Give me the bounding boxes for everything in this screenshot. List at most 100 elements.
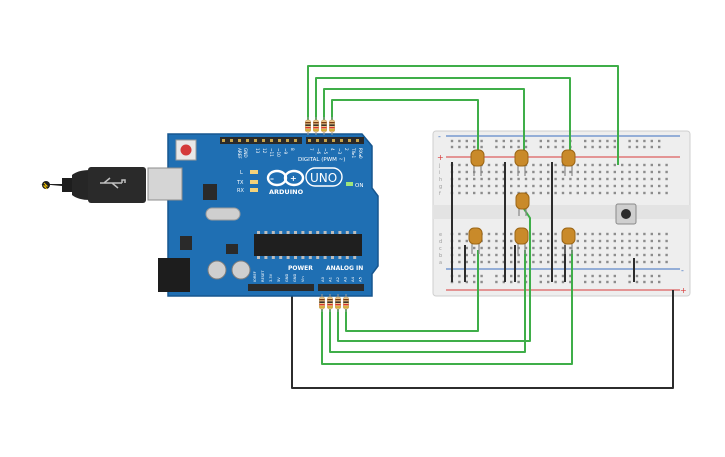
breadboard-hole[interactable] (547, 246, 550, 250)
breadboard-hole[interactable] (591, 170, 594, 174)
resistor[interactable] (321, 117, 327, 135)
breadboard-hole[interactable] (591, 246, 594, 250)
breadboard-hole[interactable] (650, 246, 653, 250)
breadboard-hole[interactable] (576, 239, 579, 243)
breadboard-hole[interactable] (532, 163, 535, 167)
breadboard-hole[interactable] (658, 177, 661, 181)
breadboard-hole[interactable] (598, 170, 602, 174)
breadboard-hole[interactable] (606, 145, 609, 149)
breadboard-hole[interactable] (658, 139, 661, 143)
breadboard-hole[interactable] (576, 170, 579, 174)
breadboard-hole[interactable] (643, 246, 646, 250)
breadboard-hole[interactable] (665, 191, 668, 195)
breadboard-hole[interactable] (613, 170, 616, 174)
breadboard-hole[interactable] (465, 184, 468, 188)
breadboard-hole[interactable] (584, 239, 587, 243)
breadboard-hole[interactable] (510, 170, 513, 174)
resistors-digital[interactable] (305, 117, 335, 135)
breadboard-hole[interactable] (502, 239, 505, 243)
breadboard-hole[interactable] (539, 145, 542, 149)
breadboard-hole[interactable] (628, 163, 631, 167)
push-button[interactable] (615, 203, 637, 225)
breadboard-hole[interactable] (473, 246, 476, 250)
breadboard-hole[interactable] (547, 232, 550, 236)
breadboard-hole[interactable] (576, 163, 579, 167)
breadboard-hole[interactable] (510, 232, 513, 236)
breadboard-hole[interactable] (465, 163, 468, 167)
breadboard-hole[interactable] (495, 184, 498, 188)
breadboard-hole[interactable] (458, 145, 461, 149)
breadboard-hole[interactable] (465, 191, 468, 195)
breadboard-hole[interactable] (539, 139, 542, 143)
breadboard-hole[interactable] (487, 253, 491, 257)
breadboard-hole[interactable] (658, 184, 661, 188)
breadboard-hole[interactable] (532, 260, 535, 264)
breadboard-hole[interactable] (480, 184, 483, 188)
breadboard-hole[interactable] (473, 191, 476, 195)
breadboard-hole[interactable] (465, 170, 468, 174)
resistor[interactable] (335, 294, 341, 312)
breadboard-hole[interactable] (539, 239, 542, 243)
breadboard-hole[interactable] (554, 260, 557, 264)
breadboard-hole[interactable] (650, 280, 653, 284)
breadboard-hole[interactable] (650, 184, 653, 188)
leds[interactable] (468, 149, 576, 254)
breadboard-hole[interactable] (584, 280, 587, 284)
breadboard-hole[interactable] (524, 177, 528, 181)
breadboard-hole[interactable] (613, 163, 616, 167)
breadboard-hole[interactable] (547, 191, 550, 195)
breadboard-hole[interactable] (532, 177, 535, 181)
breadboard-hole[interactable] (554, 239, 557, 243)
breadboard-hole[interactable] (650, 253, 653, 257)
breadboard-hole[interactable] (591, 191, 594, 195)
breadboard-hole[interactable] (554, 139, 557, 143)
breadboard-hole[interactable] (569, 260, 572, 264)
breadboard-hole[interactable] (606, 177, 609, 181)
breadboard-hole[interactable] (539, 274, 542, 278)
breadboard-hole[interactable] (635, 232, 639, 236)
breadboard-hole[interactable] (561, 246, 565, 250)
wire-a-to-led-bottom-1[interactable] (345, 250, 479, 332)
breadboard-hole[interactable] (650, 232, 653, 236)
breadboard-hole[interactable] (584, 191, 587, 195)
breadboard-hole[interactable] (465, 280, 468, 284)
breadboard-hole[interactable] (598, 163, 602, 167)
breadboard-hole[interactable] (628, 184, 631, 188)
breadboard-hole[interactable] (458, 191, 461, 195)
breadboard-hole[interactable] (495, 274, 498, 278)
breadboard-hole[interactable] (635, 246, 639, 250)
breadboard-hole[interactable] (621, 260, 624, 264)
breadboard-hole[interactable] (561, 170, 565, 174)
breadboard-hole[interactable] (584, 145, 587, 149)
breadboard-hole[interactable] (658, 232, 661, 236)
breadboard-hole[interactable] (591, 145, 594, 149)
breadboard-hole[interactable] (569, 274, 572, 278)
breadboard-hole[interactable] (495, 280, 498, 284)
breadboard-hole[interactable] (502, 246, 505, 250)
breadboard-hole[interactable] (643, 239, 646, 243)
breadboard-hole[interactable] (606, 184, 609, 188)
breadboard-hole[interactable] (532, 239, 535, 243)
breadboard-hole[interactable] (621, 232, 624, 236)
resistor[interactable] (327, 294, 333, 312)
breadboard-hole[interactable] (473, 184, 476, 188)
breadboard-hole[interactable] (628, 239, 631, 243)
breadboard-hole[interactable] (591, 280, 594, 284)
breadboard-hole[interactable] (628, 246, 631, 250)
breadboard-hole[interactable] (524, 145, 528, 149)
breadboard-hole[interactable] (665, 246, 668, 250)
wire-pin-to-led-top-3[interactable] (315, 77, 571, 160)
breadboard-hole[interactable] (517, 177, 520, 181)
breadboard-hole[interactable] (584, 274, 587, 278)
wire-pin-to-led-top-1[interactable] (331, 99, 479, 160)
breadboard-hole[interactable] (495, 260, 498, 264)
breadboard-hole[interactable] (606, 232, 609, 236)
breadboard-hole[interactable] (510, 260, 513, 264)
breadboard-hole[interactable] (465, 260, 468, 264)
breadboard-hole[interactable] (643, 232, 646, 236)
breadboard-hole[interactable] (561, 177, 565, 181)
breadboard-hole[interactable] (458, 232, 461, 236)
breadboard-hole[interactable] (613, 145, 616, 149)
breadboard-hole[interactable] (635, 163, 639, 167)
breadboard-hole[interactable] (547, 163, 550, 167)
